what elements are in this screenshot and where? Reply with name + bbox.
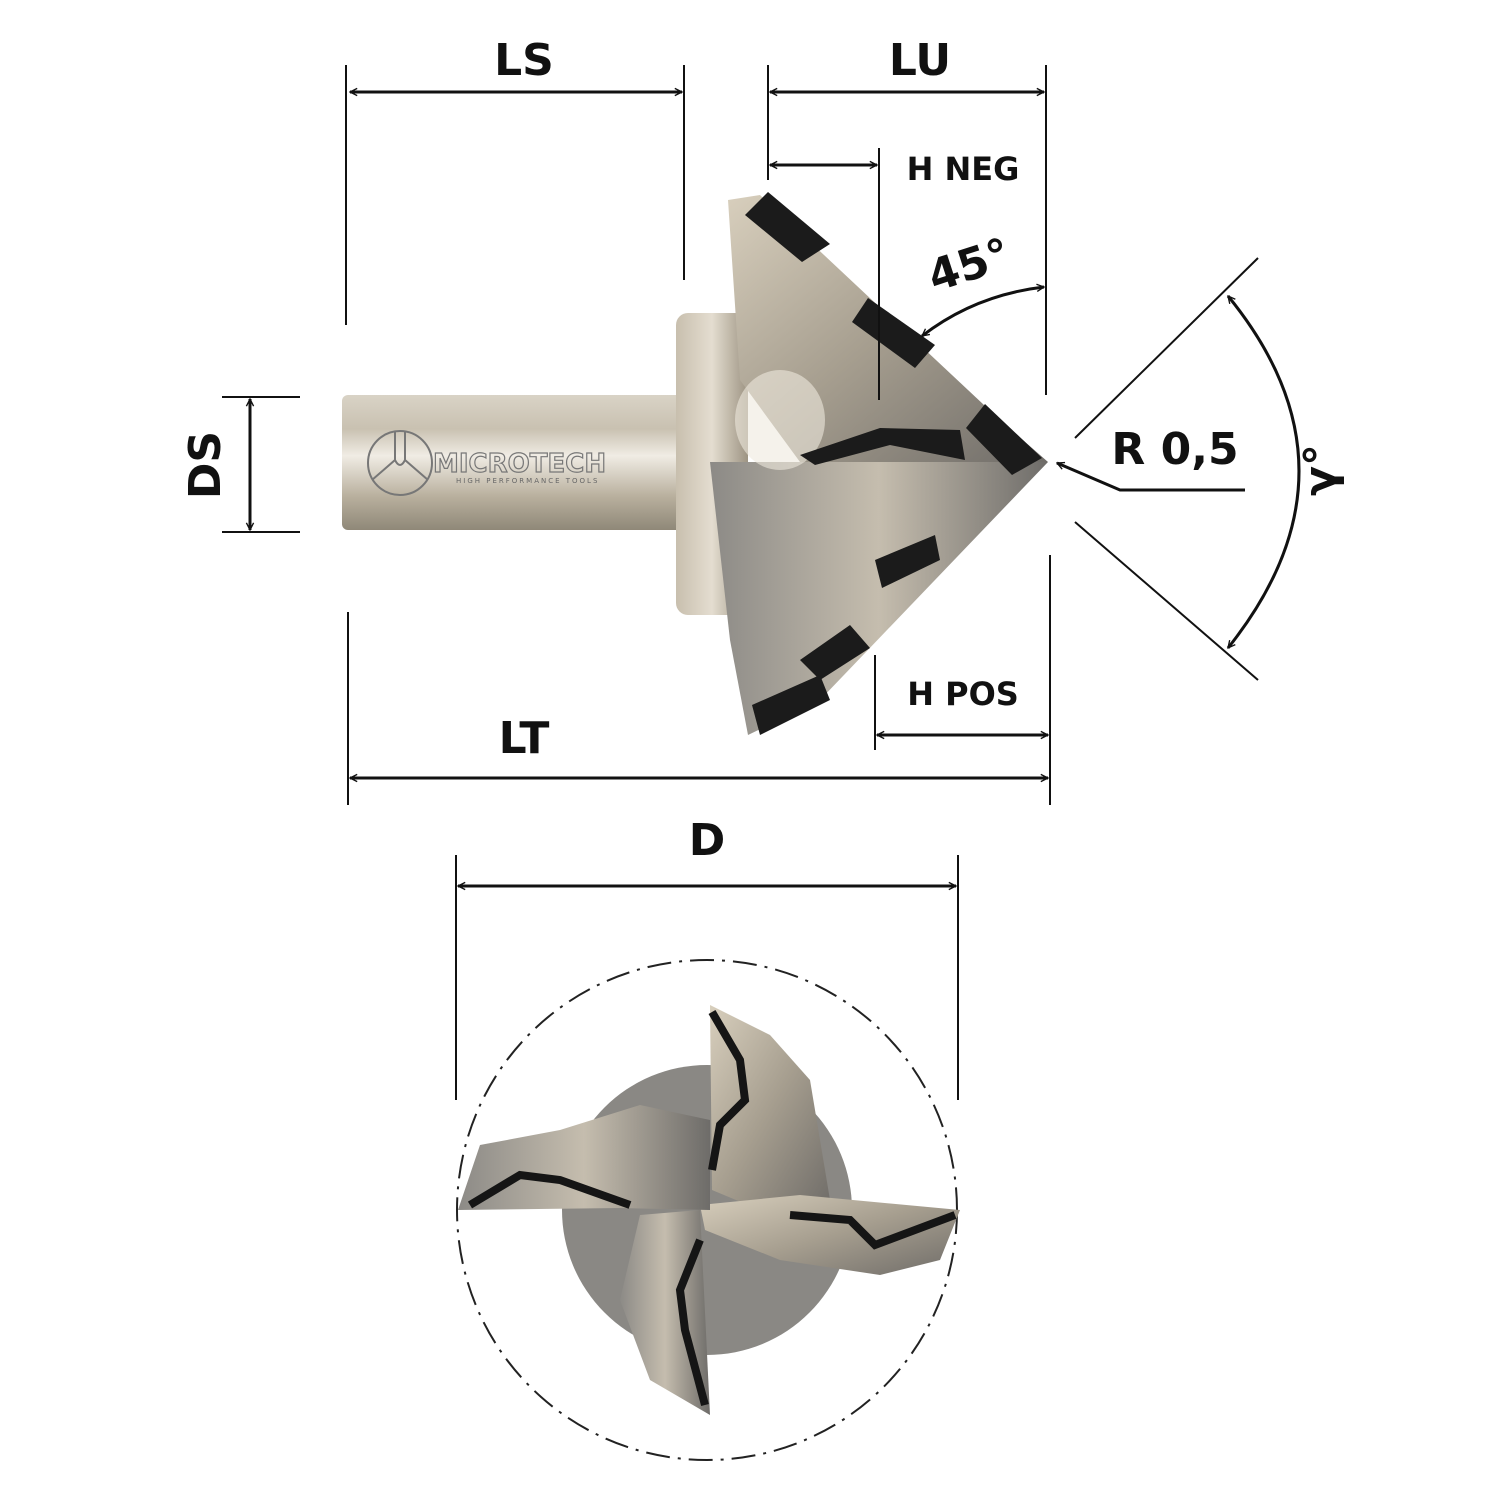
radius-leader: [1057, 461, 1245, 492]
d-label: D: [689, 815, 726, 866]
tool-side-view: MICROTECH HIGH PERFORMANCE TOOLS: [342, 192, 1048, 735]
ls-label: LS: [494, 35, 554, 86]
cutter-body-lower: [710, 462, 1048, 735]
angle-45-label: 45°: [922, 229, 1017, 303]
gamma-extension-line-upper: [1074, 257, 1259, 439]
blade-left: [458, 1105, 710, 1210]
body-highlight: [735, 370, 825, 470]
angle-45-arc: [922, 287, 1044, 338]
microtech-logo: MICROTECH HIGH PERFORMANCE TOOLS: [367, 430, 607, 496]
ds-label: DS: [180, 431, 231, 499]
gamma-arc: [1226, 296, 1301, 648]
radius-label: R 0,5: [1111, 424, 1238, 475]
shank: [342, 395, 682, 530]
end-view-inserts: [467, 1009, 957, 1407]
gamma-extension-line-lower: [1074, 521, 1259, 681]
gamma-label: γ°: [1295, 444, 1346, 496]
h-pos-label: H POS: [907, 675, 1019, 713]
lt-label: LT: [499, 713, 550, 764]
cutting-inserts: [745, 192, 1042, 735]
lu-label: LU: [889, 35, 951, 86]
logo-brand: MICROTECH: [433, 449, 606, 479]
tool-end-view: [458, 1005, 960, 1415]
blade-right: [700, 1195, 960, 1275]
h-neg-label: H NEG: [907, 150, 1020, 188]
logo-tagline: HIGH PERFORMANCE TOOLS: [456, 477, 599, 485]
